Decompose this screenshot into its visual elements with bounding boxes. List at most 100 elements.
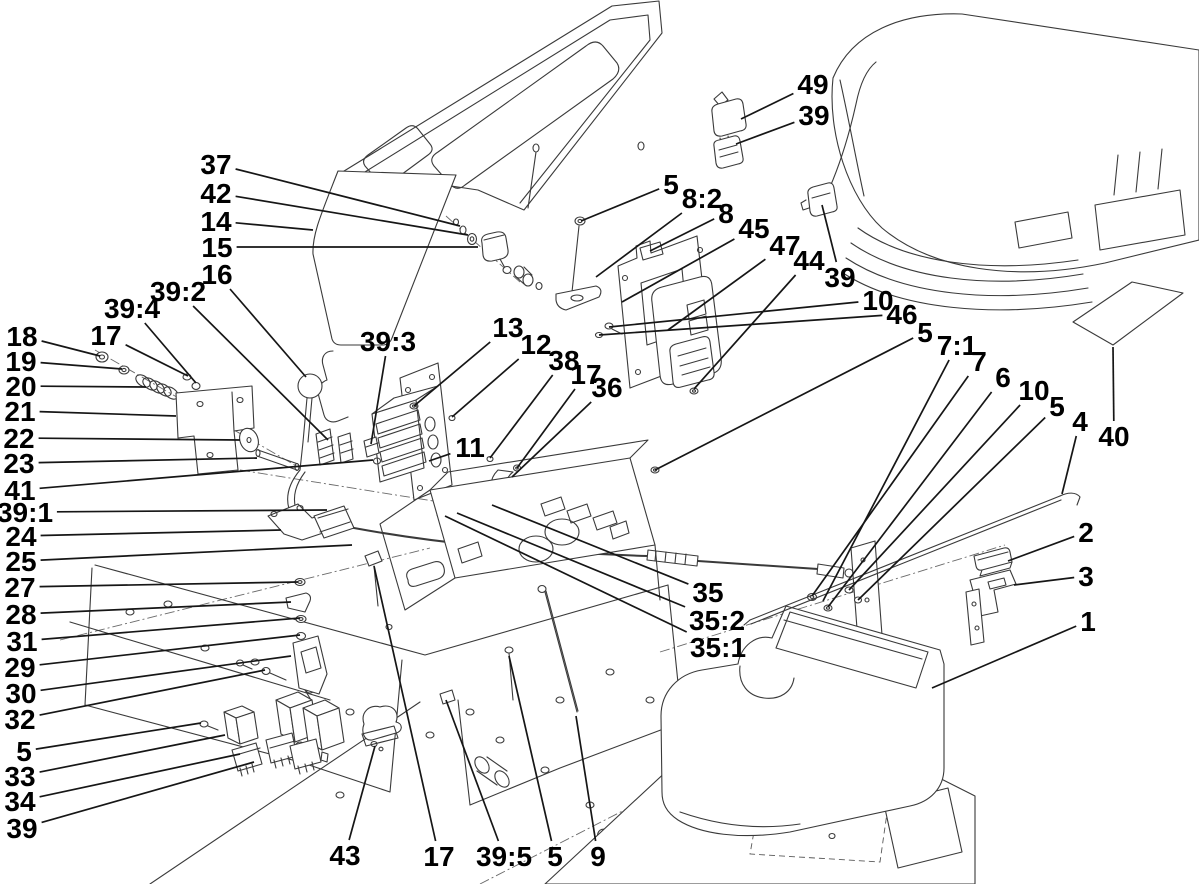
callout-49: 49 xyxy=(797,69,828,100)
callout-28: 28 xyxy=(5,599,36,630)
callout-9: 9 xyxy=(590,841,606,872)
callout-10: 10 xyxy=(862,285,893,316)
leader-line-7 xyxy=(811,375,969,597)
fender-seat-base-art xyxy=(825,13,1199,311)
leader-line-10 xyxy=(848,404,1021,591)
callout-42: 42 xyxy=(200,178,231,209)
leader-line-39:5 xyxy=(445,699,500,842)
leader-line-39:1 xyxy=(56,509,328,513)
callout-19: 19 xyxy=(5,346,36,377)
leader-line-18 xyxy=(41,340,101,357)
leader-line-6 xyxy=(827,391,993,608)
leader-line-29 xyxy=(39,634,301,666)
leader-line-32 xyxy=(39,669,266,716)
leader-line-36 xyxy=(511,401,592,478)
callout-41: 41 xyxy=(4,475,35,506)
leader-line-5 xyxy=(35,722,202,750)
callout-39: 39 xyxy=(798,100,829,131)
leader-line-9 xyxy=(575,715,597,842)
callout-35: 35 xyxy=(692,577,723,608)
callout-21: 21 xyxy=(4,396,35,427)
leader-line-17 xyxy=(125,344,189,377)
leader-line-5 xyxy=(580,188,660,222)
callout-39:2: 39:2 xyxy=(150,276,206,307)
leader-lines xyxy=(35,92,1115,842)
leader-line-5 xyxy=(654,337,914,471)
callout-25: 25 xyxy=(5,546,36,577)
hour-meter-bracket-art xyxy=(965,547,1017,646)
callout-20: 20 xyxy=(5,371,36,402)
leader-line-43 xyxy=(348,745,376,841)
callout-16: 16 xyxy=(201,259,232,290)
callout-35:2: 35:2 xyxy=(689,605,745,636)
leader-line-21 xyxy=(39,410,177,417)
callout-45: 45 xyxy=(738,213,769,244)
leader-line-5 xyxy=(508,655,553,842)
leader-line-20 xyxy=(40,385,147,388)
leader-line-42 xyxy=(235,195,469,236)
callout-29: 29 xyxy=(4,652,35,683)
callout-12: 12 xyxy=(520,329,551,360)
leader-line-33 xyxy=(39,734,226,773)
callout-14: 14 xyxy=(200,206,232,237)
callout-35:1: 35:1 xyxy=(690,632,746,663)
leader-line-47 xyxy=(667,258,766,331)
leader-line-35:1 xyxy=(444,515,688,633)
callout-39: 39 xyxy=(824,262,855,293)
callout-2: 2 xyxy=(1078,517,1094,548)
leader-line-41 xyxy=(39,459,374,490)
console-body-art xyxy=(660,605,945,837)
leader-line-38 xyxy=(489,374,554,459)
callout-33: 33 xyxy=(4,761,35,792)
callout-8: 8 xyxy=(718,198,734,229)
callout-8:2: 8:2 xyxy=(682,183,722,214)
callout-5: 5 xyxy=(917,317,933,348)
leader-line-13 xyxy=(413,341,491,407)
leader-line-8 xyxy=(649,218,715,252)
throttle-lever-art xyxy=(287,373,323,513)
callout-5: 5 xyxy=(547,841,563,872)
callout-27: 27 xyxy=(4,572,35,603)
callout-17: 17 xyxy=(90,320,121,351)
leader-line-27 xyxy=(39,581,299,588)
leader-line-35 xyxy=(491,504,689,585)
leader-line-39 xyxy=(41,761,255,824)
leader-line-40 xyxy=(1112,346,1115,422)
leader-line-19 xyxy=(40,361,123,370)
callout-44: 44 xyxy=(793,245,825,276)
callout-17: 17 xyxy=(570,359,601,390)
leader-line-49 xyxy=(740,92,794,120)
callout-36: 36 xyxy=(591,372,622,403)
callout-18: 18 xyxy=(6,321,37,352)
leader-line-39 xyxy=(735,121,795,145)
callout-39: 39 xyxy=(6,813,37,844)
leader-line-2 xyxy=(1007,535,1075,562)
leader-line-8:2 xyxy=(595,212,683,278)
callout-32: 32 xyxy=(4,704,35,735)
leader-line-45 xyxy=(621,238,735,303)
fuse-block-art xyxy=(315,350,494,501)
callout-1: 1 xyxy=(1080,606,1096,637)
callout-5: 5 xyxy=(1049,391,1065,422)
callout-40: 40 xyxy=(1098,421,1129,452)
decal-art xyxy=(1072,281,1184,346)
callout-22: 22 xyxy=(3,423,34,454)
leader-line-39:3 xyxy=(370,355,387,445)
leader-line-30 xyxy=(40,655,292,692)
callout-34: 34 xyxy=(4,786,36,817)
leader-line-39:2 xyxy=(192,305,329,441)
leader-line-3 xyxy=(1013,576,1075,586)
callout-39:5: 39:5 xyxy=(476,841,532,872)
leader-line-25 xyxy=(40,544,353,561)
callout-13: 13 xyxy=(492,312,523,343)
bolt-spacer-art xyxy=(513,216,602,311)
callout-5: 5 xyxy=(663,169,679,200)
callout-6: 6 xyxy=(995,362,1011,393)
callout-38: 38 xyxy=(548,345,579,376)
ecu-module-art xyxy=(594,235,722,395)
top-cover-panel-art xyxy=(335,0,663,211)
leader-line-5 xyxy=(857,416,1046,601)
switch-relay-cluster-art xyxy=(199,635,345,777)
leader-line-34 xyxy=(39,753,241,798)
